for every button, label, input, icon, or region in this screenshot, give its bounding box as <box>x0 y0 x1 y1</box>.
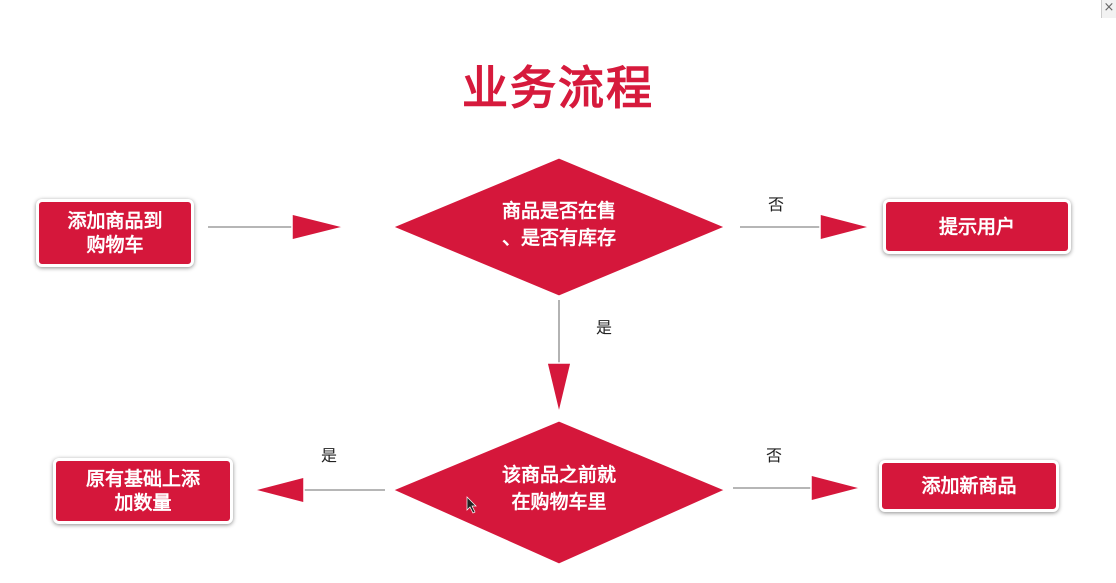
node-add-to-cart-line2: 购物车 <box>86 234 144 256</box>
decision-cart-text: 该商品之前就 在购物车里 <box>459 462 659 516</box>
decision-diamond-cart <box>387 418 731 567</box>
arrow-head-yes1 <box>546 362 572 414</box>
node-add-new-label: 添加新商品 <box>921 475 1017 497</box>
edge-label-no2: 否 <box>766 446 783 465</box>
decision-stock-line1: 商品是否在售 <box>501 200 616 222</box>
close-icon[interactable]: × <box>1101 0 1116 18</box>
arrow-head-no2 <box>810 474 864 502</box>
node-add-quantity-line1: 原有基础上添 <box>85 468 200 490</box>
arrow-head-start <box>291 213 345 241</box>
decision-cart-line1: 该商品之前就 <box>501 464 616 486</box>
node-prompt-user-label: 提示用户 <box>938 215 1015 238</box>
node-prompt-user: 提示用户 <box>883 199 1071 254</box>
node-add-to-cart: 添加商品到 购物车 <box>36 199 194 267</box>
cursor-icon <box>466 496 477 514</box>
page-title: 业务流程 <box>462 61 654 115</box>
node-add-quantity-line2: 加数量 <box>114 492 172 514</box>
decision-stock-text: 商品是否在售 、是否有库存 <box>459 198 659 252</box>
decision-stock-line2: 、是否有库存 <box>501 227 616 249</box>
node-add-quantity: 原有基础上添 加数量 <box>53 458 233 524</box>
arrow-head-yes2 <box>251 476 305 504</box>
node-add-to-cart-line1: 添加商品到 <box>67 210 163 232</box>
edge-label-yes2: 是 <box>321 446 338 465</box>
decision-cart-line2: 在购物车里 <box>511 491 607 513</box>
decision-diamond-stock <box>387 155 731 299</box>
edge-label-no1: 否 <box>768 195 785 214</box>
arrow-head-no1 <box>819 213 873 241</box>
node-add-new: 添加新商品 <box>879 460 1059 512</box>
edge-label-yes1: 是 <box>596 318 613 337</box>
